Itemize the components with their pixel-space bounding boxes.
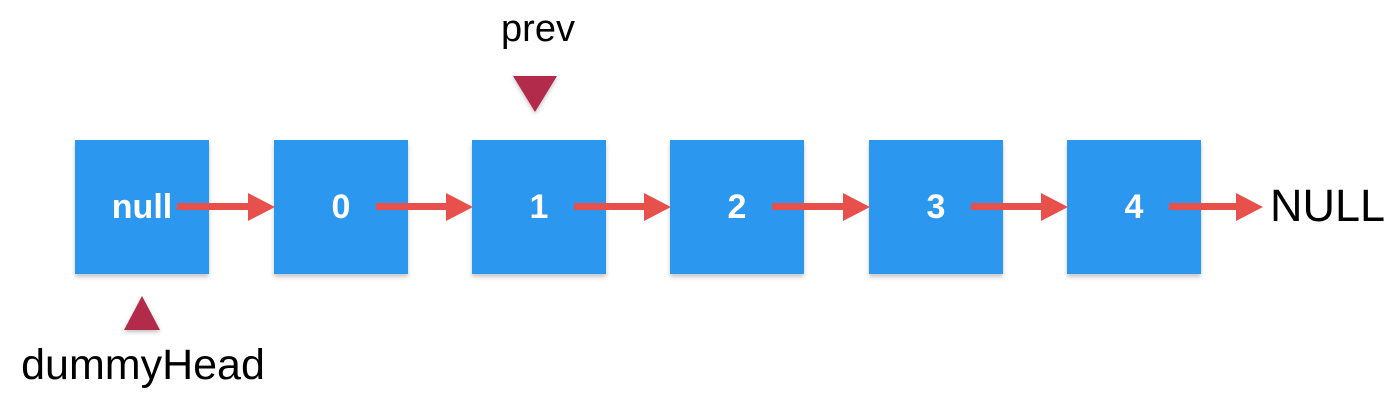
next-pointer-arrow-3 — [574, 193, 671, 221]
next-pointer-arrow-5 — [971, 193, 1068, 221]
terminal-null-label: NULL — [1270, 180, 1386, 231]
prev-pointer-triangle-down-icon — [513, 76, 557, 112]
next-pointer-arrow-4 — [772, 193, 870, 221]
dummyhead-pointer-label: dummyHead — [21, 341, 265, 389]
prev-pointer-label: prev — [501, 8, 575, 50]
next-pointer-arrow-2 — [376, 193, 473, 221]
node-3: 3 — [869, 140, 1003, 274]
dummyhead-pointer-triangle-up-icon — [124, 296, 160, 330]
next-pointer-arrow-null — [1169, 193, 1263, 221]
next-pointer-arrow-1 — [177, 193, 275, 221]
